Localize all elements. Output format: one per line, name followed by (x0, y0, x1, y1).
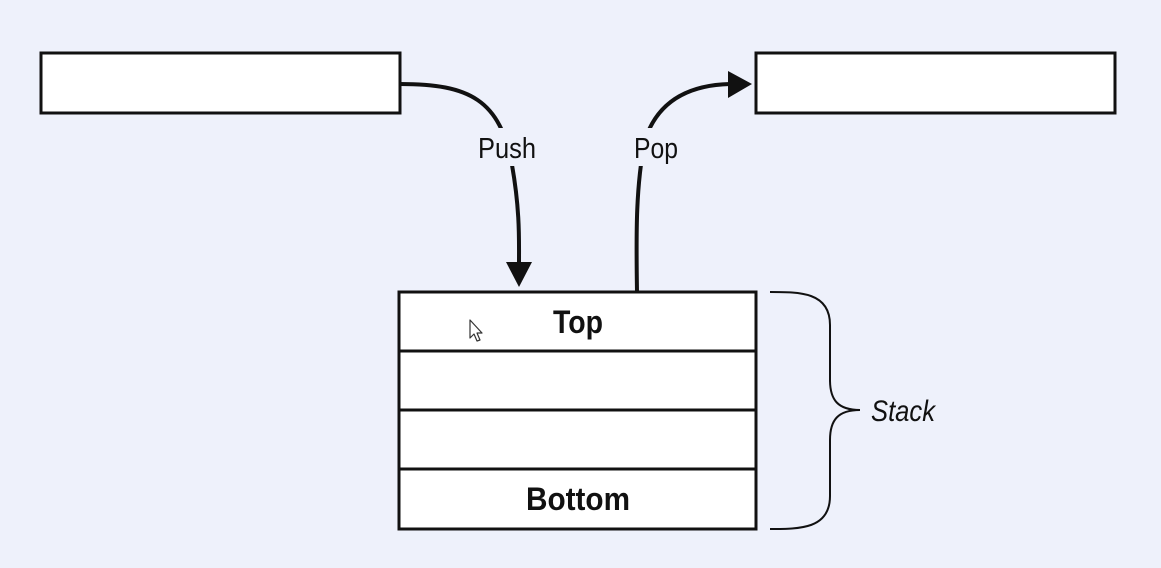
stack-cell-bottom (397, 467, 758, 531)
stack-cell-3 (397, 408, 758, 471)
push-label-bg (474, 128, 540, 166)
pop-label-bg (629, 128, 683, 166)
pop-arrowhead (728, 71, 752, 98)
push-arrow (399, 82, 522, 263)
stack-cell-2 (397, 349, 758, 412)
pop-arrow (634, 82, 731, 293)
stack: Top Bottom (397, 290, 758, 531)
push-label: Push (478, 133, 536, 165)
mouse-pointer-icon (469, 319, 483, 342)
right-curly-brace-icon (769, 291, 861, 530)
push-arrowhead (506, 262, 532, 287)
pop-label: Pop (634, 133, 678, 165)
stack-label: Stack (871, 395, 937, 428)
stack-cell-bottom-label: Bottom (526, 481, 630, 517)
stack-cell-top-label: Top (553, 304, 603, 340)
source-box (39, 51, 402, 115)
target-box (754, 51, 1117, 115)
